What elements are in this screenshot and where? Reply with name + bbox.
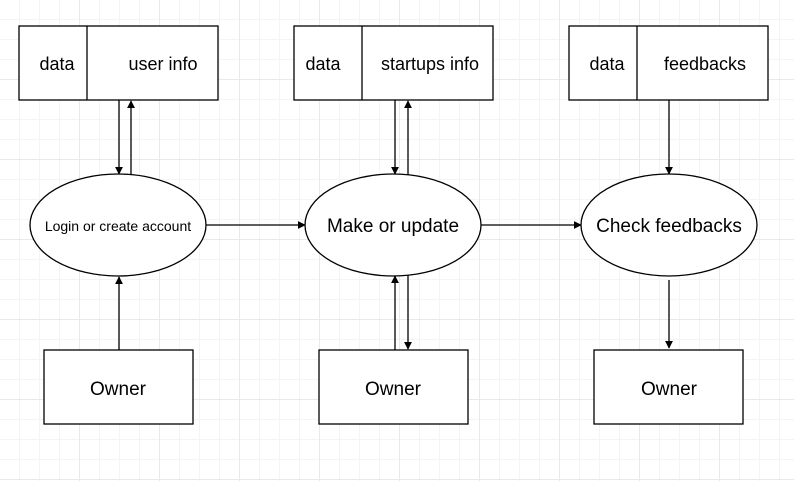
process-label: Check feedbacks xyxy=(596,216,742,237)
entity-box xyxy=(593,349,744,425)
entity-owner-3: Owner xyxy=(593,349,744,425)
entity-box xyxy=(318,349,469,425)
entity-label: Owner xyxy=(90,379,147,400)
data-store-box xyxy=(293,25,494,101)
entity-owner-1: Owner xyxy=(43,349,194,425)
data-store-name: startups info xyxy=(381,54,479,74)
data-store-user-info: data user info xyxy=(18,25,219,101)
process-check-feedbacks: Check feedbacks xyxy=(580,173,758,277)
process-label: Make or update xyxy=(327,216,459,237)
data-store-box xyxy=(568,25,769,101)
process-label: Login or create account xyxy=(45,218,191,234)
data-store-tag: data xyxy=(589,54,625,74)
data-store-name: user info xyxy=(128,54,197,74)
process-make-or-update: Make or update xyxy=(304,173,482,277)
data-store-name: feedbacks xyxy=(664,54,746,74)
data-store-box xyxy=(18,25,219,101)
data-store-startups-info: data startups info xyxy=(293,25,494,101)
data-store-feedbacks: data feedbacks xyxy=(568,25,769,101)
entity-owner-2: Owner xyxy=(318,349,469,425)
data-store-tag: data xyxy=(305,54,341,74)
process-login-or-create-account: Login or create account xyxy=(29,173,207,277)
data-store-tag: data xyxy=(39,54,75,74)
entity-label: Owner xyxy=(365,379,422,400)
entity-label: Owner xyxy=(641,379,698,400)
